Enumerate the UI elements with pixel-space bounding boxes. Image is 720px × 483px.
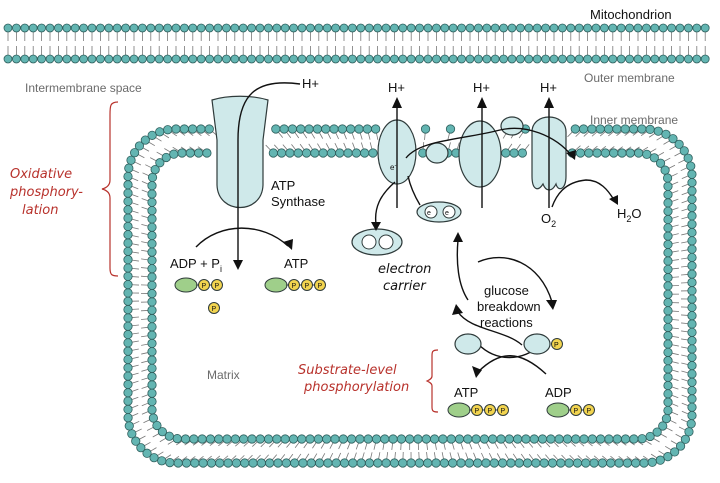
phosphate-label: P [574,408,579,415]
atp-synthesis-arrow [196,228,288,247]
glycolysis-label-1: glucose [484,283,529,298]
atp-label-oxidative: ATP [284,256,308,271]
inner-membrane-label: Inner membrane [590,113,678,127]
intermediate-molecule [455,334,481,354]
oxidative-label-1: Oxidative [10,167,72,182]
carrier-label-2: carrier [383,279,427,294]
outer-membrane-label: Outer membrane [584,71,675,85]
phosphate-label: P [215,283,220,290]
adp-label-substrate: ADP [545,385,572,400]
matrix-label: Matrix [207,368,240,382]
outer-membrane [4,24,709,63]
substrate-label-2: phosphorylation [303,380,409,395]
carrier-electron-2: e [445,210,449,217]
oxidative-label-3: lation [22,203,58,218]
atp-synthase [212,96,268,207]
free-phosphate: P [209,303,220,314]
adp-pi-label: ADP + Pi [170,256,222,274]
glycolysis-label-3: reactions [480,315,533,330]
intermembrane-space-label: Intermembrane space [25,81,142,95]
h-plus-pump-3: H+ [540,80,557,95]
substrate-atp-arrow [478,356,546,374]
carrier-electron-1: e [427,210,431,217]
water-label: H2O [617,206,642,224]
phosphate-label: P [292,283,297,290]
free-phosphate-label: P [212,306,217,313]
oxygen-label: O2 [541,211,556,229]
carrier-label-1: electron [378,262,431,277]
phosphorylated-intermediate [524,334,550,354]
atp-synthase-label-1: ATP [271,178,295,193]
cytochrome-c [501,117,523,135]
phosphate-label: P [318,283,323,290]
oxidative-label-2: phosphory- [9,185,83,200]
phosphate-label: P [305,283,310,290]
carrier-release-arrow [376,182,395,224]
glycolysis-label-2: breakdown [477,299,541,314]
h-plus-synthase: H+ [302,76,319,91]
phosphate-label: P [587,408,592,415]
h-plus-pump-1: H+ [388,80,405,95]
phosphate-label: P [202,283,207,290]
complex-2 [426,143,448,163]
oxidative-bracket [102,102,118,276]
electron-carrier-oxidized [352,229,402,255]
carrier-loading-arrow [457,240,468,300]
h-plus-pump-2: H+ [473,80,490,95]
substrate-label-1: Substrate-level [298,363,397,378]
phosphate-label: P [501,408,506,415]
diagram-title: Mitochondrion [590,7,672,22]
atp-synthase-label-2: Synthase [271,194,325,209]
carrier-donate-arrow [408,176,420,205]
phosphate-label: P [475,408,480,415]
intermediate-phosphate-label: P [554,342,559,349]
etc-proteins [378,117,566,190]
substrate-bracket [427,350,438,412]
phosphate-label: P [488,408,493,415]
electron-carrier-reduced: e e [417,202,461,222]
atp-label-substrate: ATP [454,385,478,400]
